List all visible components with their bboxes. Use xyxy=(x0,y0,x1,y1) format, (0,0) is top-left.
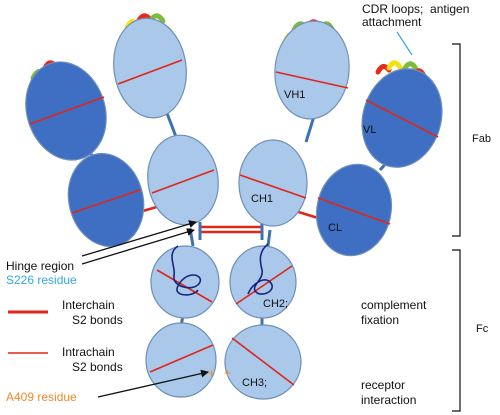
svg-text:+: + xyxy=(208,366,215,380)
vh-domain-left xyxy=(113,17,187,119)
receptor-line2: interaction xyxy=(361,393,417,407)
complement-line1: complement xyxy=(361,298,427,312)
a409-arrow xyxy=(97,369,209,398)
cdr-annotation-line2: attachment xyxy=(362,15,422,29)
legend-interchain-line1: Interchain xyxy=(62,298,115,312)
glycan-scribble-right xyxy=(247,243,273,295)
cdr-callout-line xyxy=(396,31,413,56)
legend-intrachain-line2: S2 bonds xyxy=(72,360,123,374)
label-ch1: CH1 xyxy=(251,193,274,205)
label-ch2: CH2; xyxy=(263,298,289,310)
vl-domain-right xyxy=(361,68,443,168)
hinge-arrow-1 xyxy=(81,220,197,257)
label-cl: CL xyxy=(328,222,343,234)
fc-bracket xyxy=(452,249,461,412)
vh1-domain xyxy=(274,20,350,120)
legend-interchain-line2: S2 bonds xyxy=(72,313,123,327)
heavy-chain-left xyxy=(113,17,220,398)
ch2-domain-right xyxy=(229,243,297,319)
ch2-domain-left xyxy=(150,245,220,319)
a409-residue-markers: + + xyxy=(208,366,231,380)
cl-domain-left xyxy=(67,152,145,248)
fab-label: Fab xyxy=(472,133,491,145)
label-vl: VL xyxy=(363,124,377,136)
ch3-domain-left xyxy=(145,322,217,398)
complement-line2: fixation xyxy=(361,313,400,327)
hinge-region-label: Hinge region xyxy=(6,259,75,273)
hinge-arrow-2 xyxy=(81,228,195,265)
ch1-domain-right xyxy=(238,139,308,227)
fc-label: Fc xyxy=(476,323,489,335)
receptor-line1: receptor xyxy=(361,378,406,392)
cl-domain-right xyxy=(315,163,393,257)
vl-domain-left xyxy=(25,61,107,161)
cdr-annotation-line1: CDR loops; antigen xyxy=(362,2,470,16)
legend-intrachain-line1: Intrachain xyxy=(62,345,115,359)
label-ch3: CH3; xyxy=(242,377,268,389)
ch3-domain-right xyxy=(224,324,302,400)
svg-text:+: + xyxy=(224,366,231,380)
heavy-chain-right xyxy=(224,20,350,400)
fab-bracket xyxy=(452,43,461,237)
glycan-scribble-left xyxy=(171,245,202,296)
a409-residue-label: A409 residue xyxy=(6,390,77,404)
hinge-verticals xyxy=(198,222,264,240)
label-vh1: VH1 xyxy=(284,89,306,101)
ch1-domain-left xyxy=(147,134,219,226)
s226-residue-label: S226 residue xyxy=(6,273,77,287)
light-chain-right xyxy=(315,68,443,257)
